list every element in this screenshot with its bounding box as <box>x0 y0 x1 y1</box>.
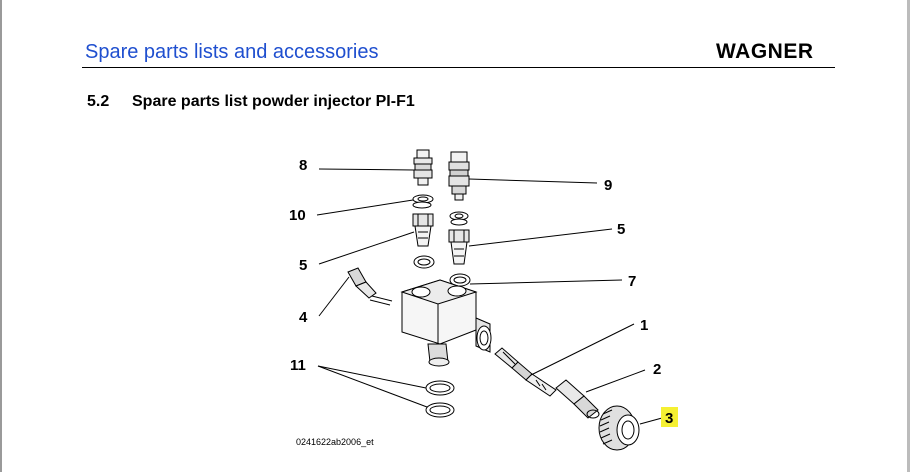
drawing-code: 0241622ab2006_et <box>296 437 374 447</box>
part-5-nozzle-left <box>412 213 434 247</box>
right-scrollbar-edge <box>907 0 910 472</box>
callout-10: 10 <box>289 207 306 224</box>
section-title: Spare parts list powder injector PI-F1 <box>132 93 415 110</box>
callout-2: 2 <box>653 361 661 378</box>
part-4-pin <box>347 267 393 306</box>
callout-11: 11 <box>290 357 306 374</box>
part-10-washers <box>412 194 469 226</box>
callout-3: 3 <box>665 410 673 427</box>
callout-1: 1 <box>640 317 648 334</box>
page-header-title: Spare parts lists and accessories <box>85 41 379 63</box>
callout-8: 8 <box>299 157 307 174</box>
callout-7: 7 <box>628 273 636 290</box>
part-8-connector <box>413 149 433 186</box>
part-11-o-rings <box>425 380 455 418</box>
left-page-border <box>0 0 2 472</box>
part-5-nozzle-right <box>448 229 470 265</box>
part-9-connector <box>448 151 470 201</box>
callout-3-highlight <box>661 407 678 427</box>
callout-5-left: 5 <box>299 257 307 274</box>
part-1-nozzle-insert <box>494 347 557 397</box>
injector-body <box>400 279 492 367</box>
leader-lines <box>316 168 663 425</box>
section-number: 5.2 <box>87 93 110 110</box>
wagner-logo: WAGNER <box>716 40 814 63</box>
callout-9: 9 <box>604 177 612 194</box>
part-2-sleeve <box>555 379 600 419</box>
header-rule <box>82 67 835 68</box>
callout-5-right: 5 <box>617 221 625 238</box>
callout-4: 4 <box>299 309 308 326</box>
o-rings-top <box>413 255 471 287</box>
part-3-knurled-nut <box>598 405 640 451</box>
